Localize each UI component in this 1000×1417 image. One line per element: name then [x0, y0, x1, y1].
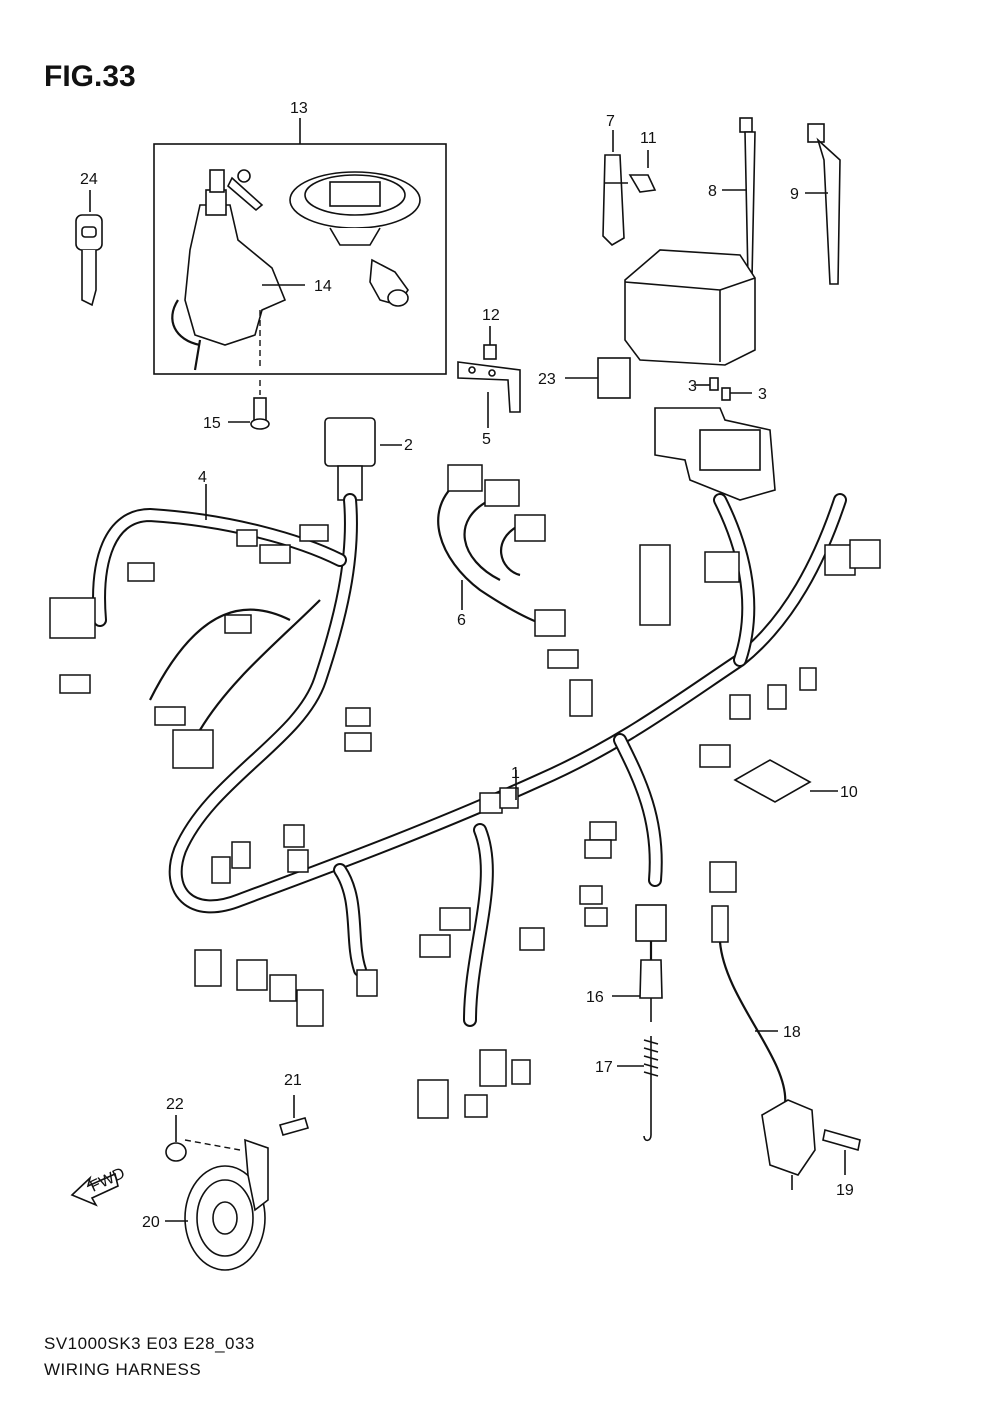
sub-harness-2 — [324, 417, 402, 501]
model-code: SV1000SK3 E03 E28_033 — [44, 1334, 255, 1353]
callout-12: 12 — [482, 307, 500, 324]
side-stand-switch — [711, 905, 861, 1190]
callout-3a: 3 — [688, 378, 697, 395]
callout-15: 15 — [203, 415, 221, 432]
bracket-and-bolt — [457, 326, 521, 428]
callout-6: 6 — [457, 612, 466, 629]
callout-7: 7 — [606, 113, 615, 130]
figure-title: FIG.33 — [44, 60, 136, 93]
clamp-and-bolt — [602, 130, 657, 247]
callout-5: 5 — [482, 431, 491, 448]
ignition-switch-assembly — [153, 118, 447, 375]
callout-19: 19 — [836, 1182, 854, 1199]
harness-connectors — [194, 539, 881, 1119]
spare-key — [75, 190, 103, 307]
callout-21: 21 — [284, 1072, 302, 1089]
callout-17: 17 — [595, 1059, 613, 1076]
callout-9: 9 — [790, 186, 799, 203]
callout-14: 14 — [314, 278, 332, 295]
callout-3b: 3 — [758, 386, 767, 403]
callout-23: 23 — [538, 371, 556, 388]
callout-2: 2 — [404, 437, 413, 454]
callout-8: 8 — [708, 183, 717, 200]
horn-assembly — [165, 1095, 310, 1271]
callout-20: 20 — [142, 1214, 160, 1231]
main-harness — [49, 484, 847, 1027]
forward-direction-arrow: FWD — [70, 1165, 128, 1207]
callout-16: 16 — [586, 989, 604, 1006]
callout-24: 24 — [80, 171, 98, 188]
callout-10: 10 — [840, 784, 858, 801]
fuse-box — [565, 249, 776, 501]
stop-switch — [612, 904, 667, 1142]
diagram-name: WIRING HARNESS — [44, 1360, 202, 1379]
callout-1: 1 — [511, 765, 520, 782]
callout-labels: 13 24 14 15 7 11 8 9 12 23 3 3 5 2 4 6 1… — [80, 100, 858, 1231]
screw-15 — [228, 380, 270, 430]
callout-11: 11 — [640, 130, 657, 147]
callout-4: 4 — [198, 469, 207, 486]
callout-22: 22 — [166, 1096, 184, 1113]
callout-18: 18 — [783, 1024, 801, 1041]
callout-13: 13 — [290, 100, 308, 117]
sub-harness-6 — [437, 464, 566, 637]
